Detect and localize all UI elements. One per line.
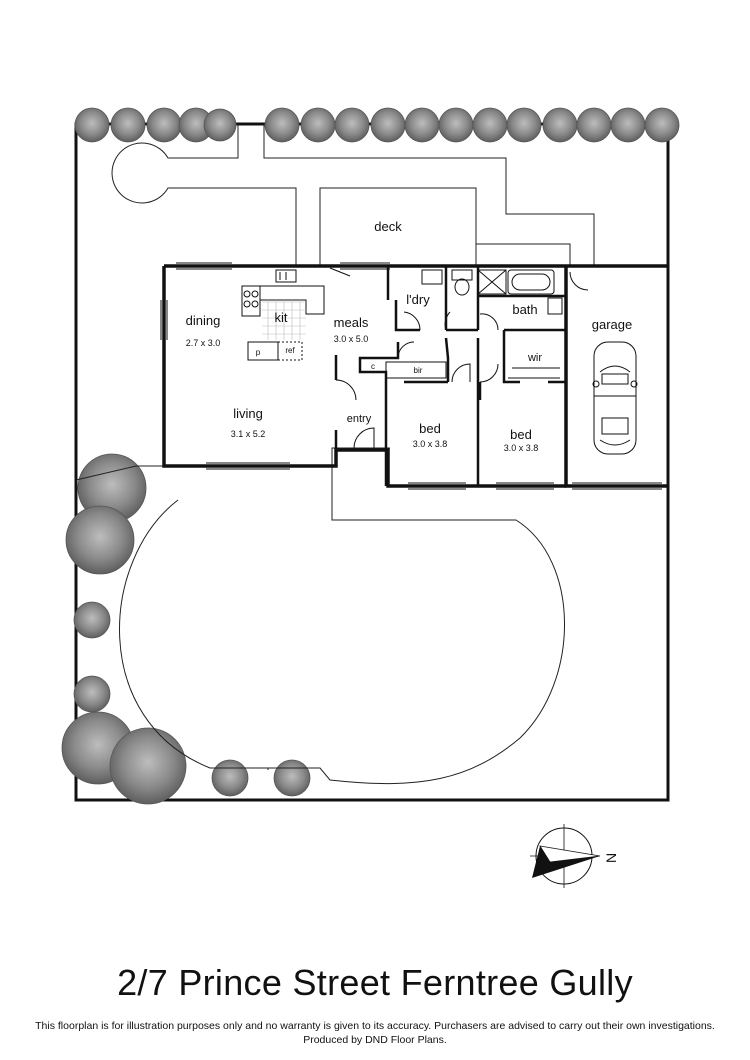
room-bath-label: bath — [512, 302, 537, 317]
room-bed1-label: bed — [419, 421, 441, 436]
doors — [329, 267, 589, 449]
room-pantry-label: p — [256, 348, 261, 357]
room-living-label: living — [233, 406, 263, 421]
room-garage-label: garage — [592, 317, 632, 332]
room-entry-label: entry — [347, 413, 372, 425]
room-ref-label: ref — [285, 346, 295, 355]
wet-area-fittings — [385, 269, 563, 379]
kitchen-tiles — [262, 300, 306, 340]
room-dining-dims: 2.7 x 3.0 — [186, 338, 221, 348]
disclaimer: This floorplan is for illustration purpo… — [0, 1019, 750, 1047]
room-wir-label: wir — [527, 352, 542, 364]
room-laundry-label: l'dry — [406, 292, 430, 307]
room-bir-label: bir — [414, 366, 423, 375]
interior-walls — [334, 266, 566, 486]
garden-paths — [75, 124, 595, 785]
room-cupboard-label: c — [371, 362, 375, 371]
room-bed2-dims: 3.0 x 3.8 — [504, 443, 539, 453]
compass-icon: N — [530, 824, 619, 888]
room-dining-label: dining — [186, 313, 221, 328]
windows — [160, 262, 662, 490]
room-deck-label: deck — [374, 219, 402, 234]
trees-top — [74, 107, 680, 143]
room-living-dims: 3.1 x 5.2 — [231, 429, 266, 439]
room-kit-label: kit — [275, 310, 288, 325]
floor-plan: deck dining 2.7 x 3.0 kit meals 3.0 x 5.… — [61, 107, 680, 888]
kitchen-fittings — [241, 269, 325, 361]
room-bed2-label: bed — [510, 427, 532, 442]
disclaimer-line-1: This floorplan is for illustration purpo… — [35, 1020, 715, 1032]
room-bed1-dims: 3.0 x 3.8 — [413, 439, 448, 449]
property-title: 2/7 Prince Street Ferntree Gully — [117, 962, 633, 1003]
room-meals-label: meals — [334, 315, 369, 330]
disclaimer-line-2: Produced by DND Floor Plans. — [303, 1034, 447, 1046]
compass-label: N — [603, 853, 619, 863]
room-meals-dims: 3.0 x 5.0 — [334, 334, 369, 344]
car-icon — [592, 341, 638, 455]
trees-garden — [61, 453, 311, 805]
